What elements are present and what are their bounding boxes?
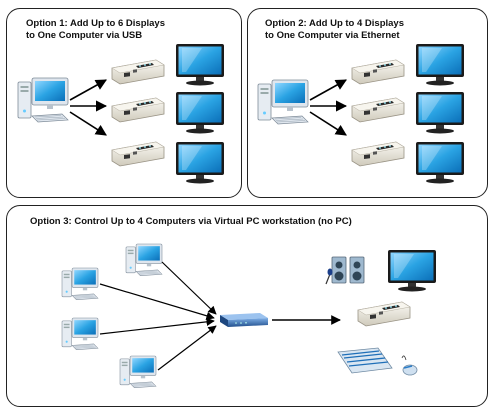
arrow-line xyxy=(161,261,217,315)
arrow-line xyxy=(157,325,217,371)
monitor-icon xyxy=(388,250,436,292)
microphone-icon xyxy=(325,268,333,285)
option2-title: Option 2: Add Up to 4 Displays to One Co… xyxy=(265,18,404,42)
monitor-icon xyxy=(176,142,224,184)
network-switch-icon xyxy=(220,313,268,327)
arrow-line xyxy=(99,283,215,320)
display-adapter-icon xyxy=(111,97,165,123)
mouse-icon xyxy=(401,355,418,376)
keyboard-icon xyxy=(337,347,393,374)
option3-title: Option 3: Control Up to 4 Computers via … xyxy=(30,216,352,228)
option1-title: Option 1: Add Up to 6 Displays to One Co… xyxy=(26,18,165,42)
display-adapter-icon xyxy=(351,59,405,85)
virtual-pc-workstation-icon xyxy=(357,301,411,327)
option1-title-line2: to One Computer via USB xyxy=(26,30,143,41)
option1-diagram xyxy=(17,44,224,184)
arrow-line xyxy=(309,79,347,101)
monitor-icon xyxy=(416,44,464,86)
speakers-icon xyxy=(331,256,365,284)
arrow-line xyxy=(309,111,347,136)
host-computer-icon xyxy=(257,79,309,125)
monitor-icon xyxy=(416,92,464,134)
display-adapter-icon xyxy=(351,97,405,123)
option3-diagram xyxy=(62,244,436,388)
option1-title-line1: Option 1: Add Up to 6 Displays xyxy=(26,18,165,29)
monitor-icon xyxy=(416,142,464,184)
monitor-icon xyxy=(176,44,224,86)
arrow-line xyxy=(99,317,215,335)
arrow-line xyxy=(69,79,107,101)
option2-title-line1: Option 2: Add Up to 4 Displays xyxy=(265,18,404,29)
arrow-line xyxy=(69,111,107,136)
client-computer-icon xyxy=(120,356,156,388)
option2-diagram xyxy=(257,44,464,184)
display-adapter-icon xyxy=(351,141,405,167)
option2-title-line2: to One Computer via Ethernet xyxy=(265,30,400,41)
option3-title-text: Option 3: Control Up to 4 Computers via … xyxy=(30,216,352,227)
display-adapter-icon xyxy=(111,141,165,167)
display-adapter-icon xyxy=(111,59,165,85)
client-computer-icon xyxy=(62,268,98,300)
client-computer-icon xyxy=(126,244,162,276)
monitor-icon xyxy=(176,92,224,134)
host-computer-icon xyxy=(17,77,69,123)
client-computer-icon xyxy=(62,318,98,350)
